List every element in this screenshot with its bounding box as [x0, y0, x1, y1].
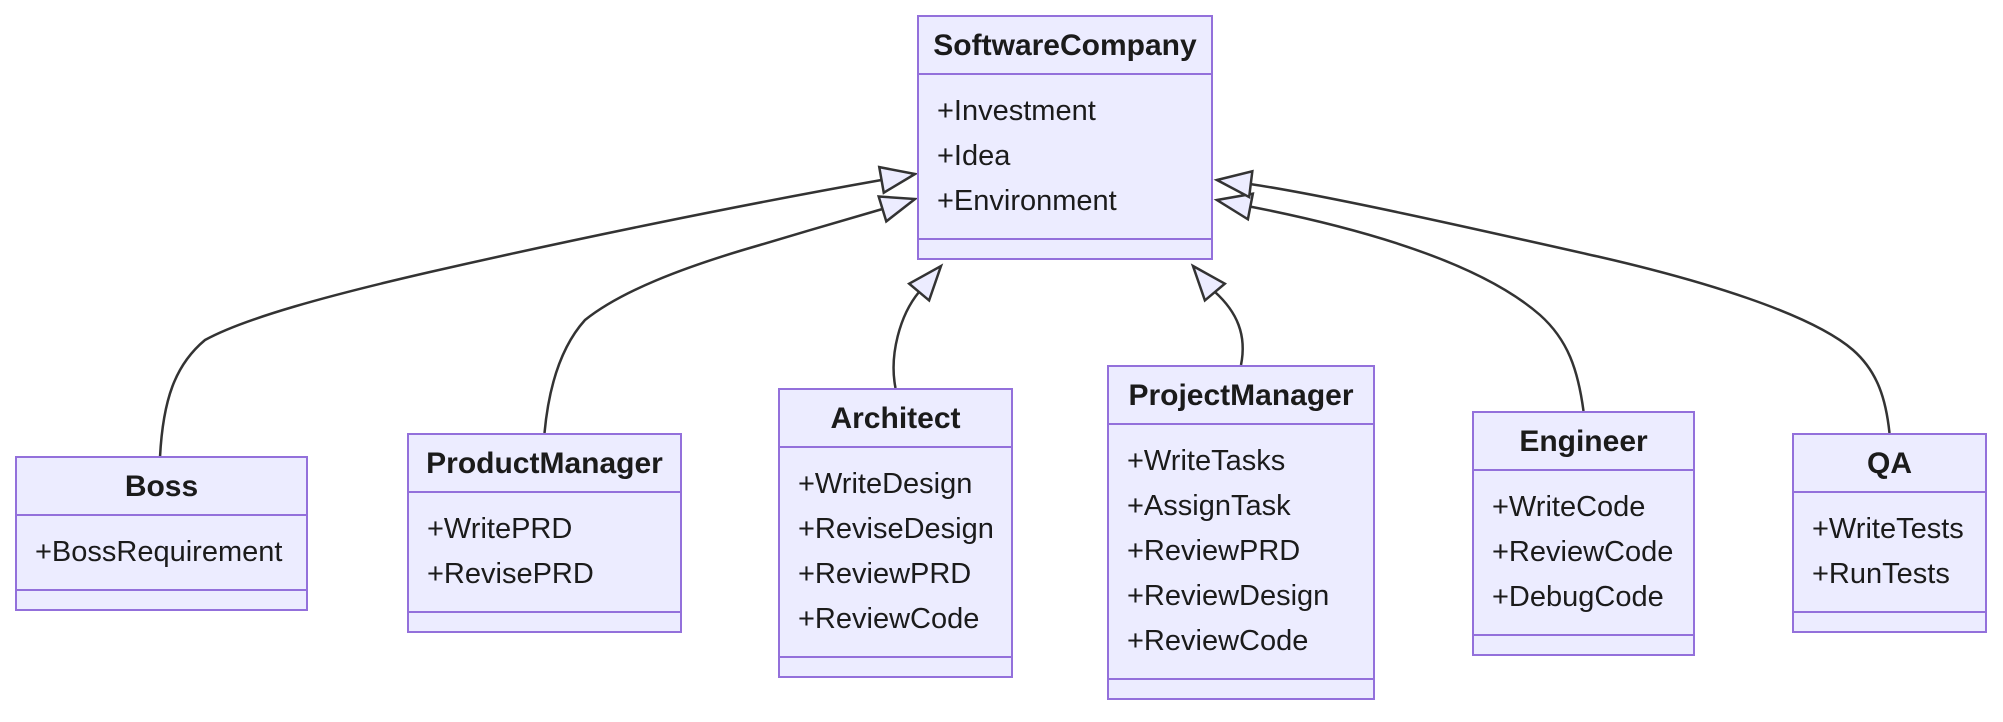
class-attributes-compartment: +WriteDesign +ReviseDesign +ReviewPRD +Revi… — [780, 448, 1011, 656]
class-name: ProjectManager — [1109, 367, 1373, 425]
class-methods-compartment — [409, 611, 680, 631]
class-name: Engineer — [1474, 413, 1693, 471]
class-attribute: +WriteDesign — [798, 468, 973, 500]
class-attributes-compartment: +BossRequirement — [17, 516, 306, 589]
class-attribute: +ReviewCode — [1492, 536, 1674, 568]
class-attributes-compartment: +WriteCode +ReviewCode +DebugCode — [1474, 471, 1693, 634]
class-attribute: +ReviewDesign — [1127, 580, 1330, 612]
class-attribute: +ReviewCode — [1127, 625, 1309, 657]
class-attributes-compartment: +WriteTasks +AssignTask +ReviewPRD +ReviewD… — [1109, 425, 1373, 678]
class-box-boss: Boss +BossRequirement — [15, 456, 308, 611]
class-methods-compartment — [1794, 611, 1985, 631]
class-methods-compartment — [17, 589, 306, 609]
class-methods-compartment — [919, 238, 1211, 258]
class-attribute: +ReviewPRD — [1127, 535, 1301, 567]
class-attribute: +Idea — [937, 140, 1011, 172]
class-attribute: +Investment — [937, 95, 1096, 127]
class-name: Boss — [17, 458, 306, 516]
class-attribute: +WriteCode — [1492, 491, 1646, 523]
class-attribute: +ReviewCode — [798, 603, 980, 635]
class-attribute: +DebugCode — [1492, 581, 1664, 613]
inheritance-arrowhead-qa — [1213, 169, 1254, 200]
class-methods-compartment — [1109, 678, 1373, 698]
class-attribute: +AssignTask — [1127, 490, 1291, 522]
inheritance-edge-boss-to-softwarecompany — [158, 178, 882, 458]
class-attribute: +WriteTests — [1812, 513, 1964, 545]
class-attribute: +RevisePRD — [427, 558, 594, 590]
class-attribute: +ReviewPRD — [798, 558, 972, 590]
inheritance-arrowhead-architect — [906, 263, 944, 303]
inheritance-arrowhead-projectmanager — [1190, 263, 1228, 303]
class-attributes-compartment: +Investment +Idea +Environment — [919, 75, 1211, 238]
class-box-softwarecompany: SoftwareCompany +Investment +Idea +Environm… — [917, 15, 1213, 260]
class-attributes-compartment: +WritePRD +RevisePRD — [409, 493, 680, 611]
class-box-qa: QA +WriteTests +RunTests — [1792, 433, 1987, 633]
class-name: QA — [1794, 435, 1985, 493]
inheritance-arrowhead-productmanager — [876, 195, 919, 224]
class-attribute: +ReviseDesign — [798, 513, 994, 545]
inheritance-edge-qa-to-softwarecompany — [1250, 182, 1891, 434]
class-attribute: +WritePRD — [427, 513, 573, 545]
class-box-projectmanager: ProjectManager +WriteTasks +AssignTask +Rev… — [1107, 365, 1375, 700]
class-attribute: +Environment — [937, 185, 1117, 217]
class-box-architect: Architect +WriteDesign +ReviseDesign +Revie… — [778, 388, 1013, 678]
class-name: Architect — [780, 390, 1011, 448]
class-attribute: +WriteTasks — [1127, 445, 1286, 477]
inheritance-edge-architect-to-softwarecompany — [892, 291, 920, 389]
class-box-productmanager: ProductManager +WritePRD +RevisePRD — [407, 433, 682, 633]
class-box-engineer: Engineer +WriteCode +ReviewCode +DebugCode — [1472, 411, 1695, 656]
inheritance-edge-projectmanager-to-softwarecompany — [1214, 291, 1244, 366]
class-attributes-compartment: +WriteTests +RunTests — [1794, 493, 1985, 611]
class-name: ProductManager — [409, 435, 680, 493]
inheritance-arrowhead-boss — [877, 165, 919, 195]
inheritance-edge-engineer-to-softwarecompany — [1250, 205, 1585, 412]
inheritance-edge-productmanager-to-softwarecompany — [543, 207, 883, 434]
inheritance-arrowhead-engineer — [1213, 192, 1255, 222]
class-methods-compartment — [780, 656, 1011, 676]
class-attribute: +BossRequirement — [35, 536, 283, 568]
class-methods-compartment — [1474, 634, 1693, 654]
class-attribute: +RunTests — [1812, 558, 1950, 590]
class-name: SoftwareCompany — [919, 17, 1211, 75]
